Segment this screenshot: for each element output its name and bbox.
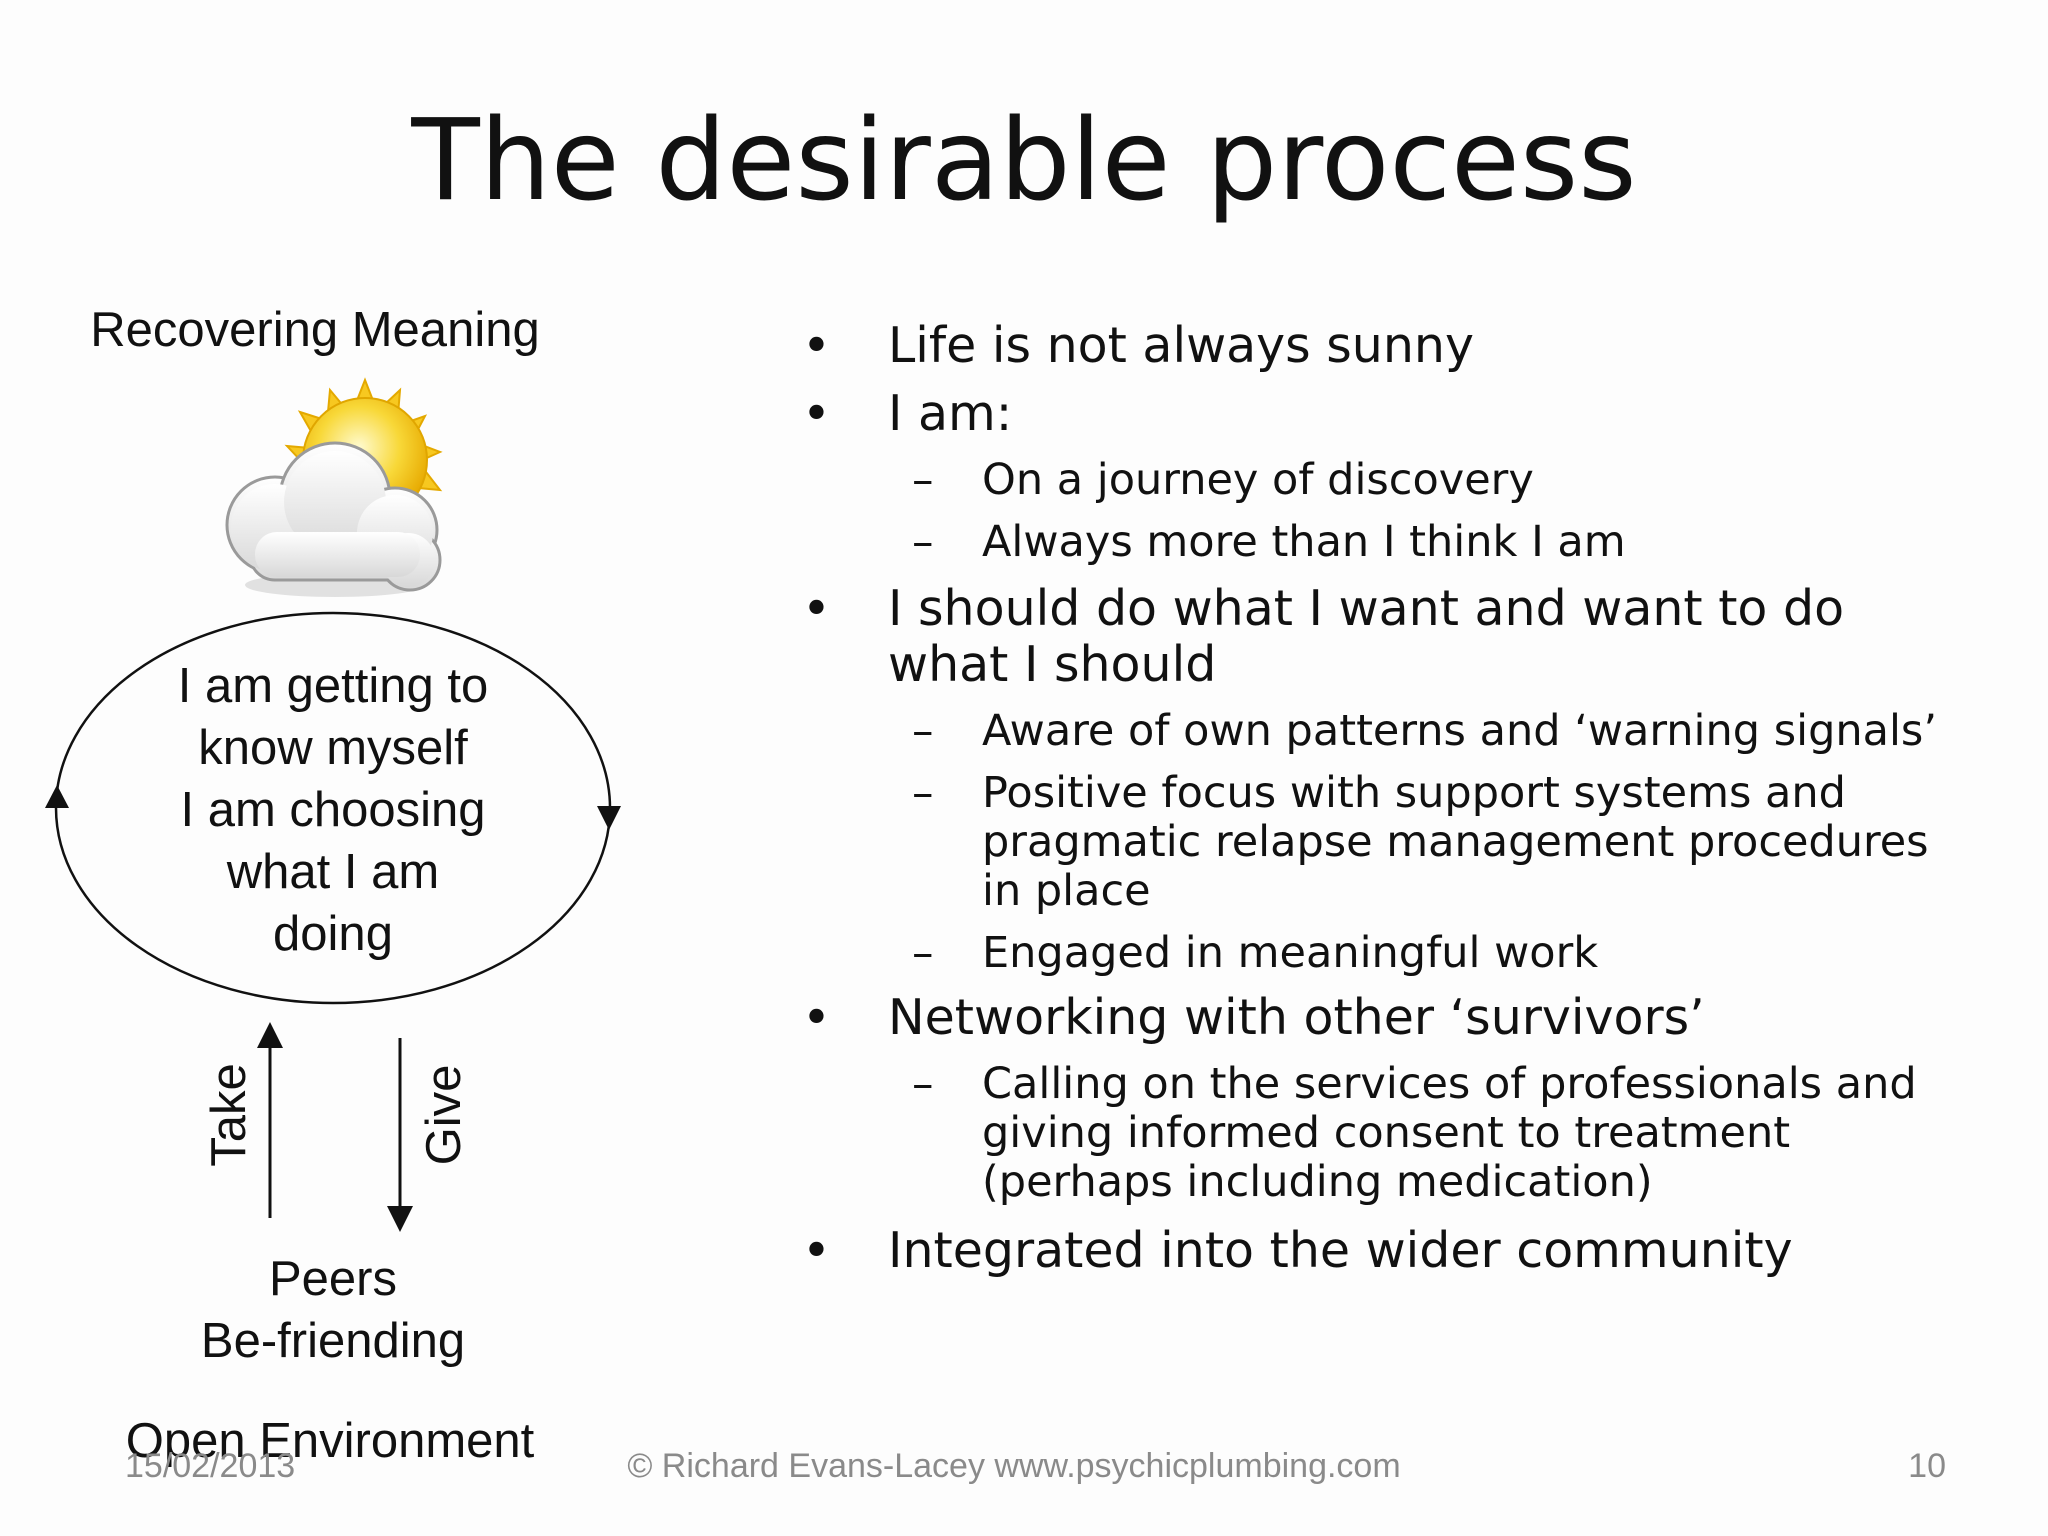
give-label: Give (417, 1065, 471, 1166)
sub-bullet-text: Aware of own patterns and ‘warning signa… (982, 706, 1937, 756)
bullet-item: • I should do what I want and want to do… (802, 581, 1962, 693)
sub-bullet-item: – Aware of own patterns and ‘warning sig… (802, 707, 1962, 756)
footer-page-number: 10 (1908, 1447, 1946, 1485)
bullet-dot: • (802, 580, 831, 637)
bullet-item: • I am: (802, 386, 1962, 442)
sub-bullet-dash: – (912, 928, 934, 978)
bullet-dot: • (802, 989, 831, 1046)
bullet-text: I am: (888, 385, 1013, 442)
sub-bullet-text: Always more than I think I am (982, 517, 1626, 567)
arrowhead-down-right (597, 806, 621, 830)
peers-line-1: Peers (269, 1252, 397, 1306)
bullet-dot: • (802, 317, 831, 374)
slide-title: The desirable process (411, 96, 1637, 226)
sub-bullet-dash: – (912, 517, 934, 567)
sub-bullet-text: On a journey of discovery (982, 455, 1534, 505)
sub-bullet-dash: – (912, 768, 934, 818)
bullet-text: I should do what I want and want to do w… (888, 580, 1845, 693)
peers-text: Peers Be-friending (201, 1252, 465, 1368)
sub-bullet-dash: – (912, 1059, 934, 1109)
ellipse-line-1: I am getting to (178, 659, 489, 713)
bullet-dot: • (802, 385, 831, 442)
sub-bullet-dash: – (912, 455, 934, 505)
sub-bullet-text: Calling on the services of professionals… (982, 1059, 1917, 1207)
peers-line-2: Be-friending (201, 1314, 465, 1368)
ellipse-line-3: I am choosing (180, 783, 485, 837)
arrowhead-up-left (45, 785, 69, 808)
give-arrowhead (387, 1206, 413, 1232)
bullet-item: • Life is not always sunny (802, 318, 1962, 374)
take-arrowhead (257, 1022, 283, 1048)
sub-bullet-text: Positive focus with support systems and … (982, 768, 1929, 916)
sub-bullet-dash: – (912, 706, 934, 756)
bullet-dot: • (802, 1222, 831, 1279)
sub-bullet-item: – Positive focus with support systems an… (802, 769, 1962, 916)
open-environment-label: Open Environment (126, 1414, 535, 1468)
bullet-list: • Life is not always sunny • I am: – On … (802, 318, 1962, 1279)
partly-sunny-icon (225, 377, 443, 597)
sub-bullet-item: – Engaged in meaningful work (802, 929, 1962, 978)
bullet-text: Integrated into the wider community (888, 1222, 1793, 1279)
recovering-meaning-label: Recovering Meaning (90, 303, 539, 357)
sub-bullet-text: Engaged in meaningful work (982, 928, 1599, 978)
footer-date: 15/02/2013 (125, 1447, 296, 1485)
sub-bullet-item: – On a journey of discovery (802, 456, 1962, 505)
ellipse-text: I am getting to know myself I am choosin… (178, 659, 489, 961)
ellipse-line-5: doing (273, 907, 393, 961)
bullet-text: Networking with other ‘survivors’ (888, 989, 1705, 1046)
ellipse-line-4: what I am (226, 845, 439, 899)
ellipse-line-2: know myself (198, 721, 468, 775)
bullet-text: Life is not always sunny (888, 317, 1474, 374)
footer-copyright: © Richard Evans-Lacey www.psychicplumbin… (627, 1447, 1401, 1485)
sub-bullet-item: – Calling on the services of professiona… (802, 1060, 1962, 1207)
bullet-item: • Integrated into the wider community (802, 1223, 1962, 1279)
sub-bullet-item: – Always more than I think I am (802, 518, 1962, 567)
take-label: Take (202, 1063, 256, 1167)
bullet-item: • Networking with other ‘survivors’ (802, 990, 1962, 1046)
